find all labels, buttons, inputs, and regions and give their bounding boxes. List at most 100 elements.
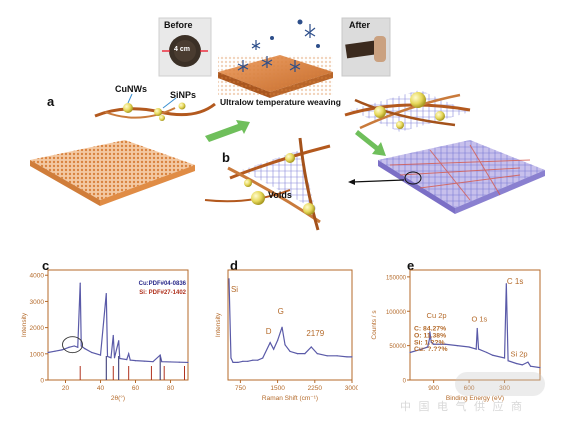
xps-point (428, 338, 431, 340)
y-tick-label: 3000 (30, 299, 45, 306)
watermark-logo (455, 372, 545, 396)
peak-label-c1s: C 1s (507, 277, 523, 286)
xrd-point (118, 340, 120, 342)
xrd-point (169, 361, 172, 363)
plot-frame (227, 269, 353, 381)
raman-point (281, 326, 283, 328)
x-axis-label: 2θ(°) (111, 394, 125, 402)
xps-point (444, 343, 447, 345)
x-tick-label: 2250 (308, 385, 323, 392)
raman-point (289, 350, 291, 352)
xrd-point (187, 361, 189, 364)
xrd-point (73, 345, 75, 347)
x-axis-label: Raman Shift (cm⁻¹) (262, 395, 318, 402)
woven-network-top (344, 90, 471, 132)
before-photo (158, 17, 212, 77)
voids-label: Voids (268, 190, 292, 200)
raman-point (242, 360, 244, 362)
xrd-point (106, 355, 109, 358)
raman-point (252, 359, 254, 361)
xps-point (475, 348, 477, 350)
xrd-point (80, 345, 82, 347)
legend-si: Si: PDF#27-1402 (139, 290, 186, 296)
xrd-point (113, 357, 116, 359)
xrd-point (126, 358, 128, 361)
raman-point (257, 359, 259, 361)
x-tick-label: 20 (62, 385, 70, 392)
peak-label-2179: 2179 (306, 329, 324, 338)
after-label: After (349, 20, 371, 30)
xps-point (505, 283, 507, 285)
xps-point (477, 348, 480, 350)
xrd-point (79, 282, 81, 284)
y-tick-label: 0 (403, 379, 407, 385)
raman-point (232, 361, 234, 363)
raman-point (310, 346, 312, 348)
size-label: 4 cm (174, 46, 190, 53)
xps-point (433, 343, 435, 345)
xrd-point (112, 334, 114, 337)
xps-point (539, 367, 541, 369)
y-tick-label: 100000 (386, 310, 407, 316)
xrd-point (110, 357, 112, 359)
xps-point (468, 346, 470, 348)
y-axis-label: Intensity (215, 312, 222, 337)
composition-cu: Cu: ?.??% (414, 346, 448, 353)
x-tick-label: 750 (235, 385, 246, 392)
xps-point (427, 346, 429, 348)
peak-label-o1s: O 1s (471, 315, 487, 324)
raman-point (228, 278, 230, 280)
x-tick-label: 80 (167, 385, 175, 392)
raman-point (273, 348, 275, 350)
plot-frame (47, 269, 189, 381)
xps-point (409, 351, 411, 354)
xps-point (486, 351, 488, 354)
schematic-illustration (30, 17, 545, 231)
raman-point (277, 339, 279, 341)
after-photo (341, 17, 391, 77)
xrd-point (143, 360, 145, 362)
xps-point (515, 362, 517, 365)
xrd-point (152, 361, 154, 363)
raman-point (316, 353, 318, 355)
panel-a-letter: a (47, 94, 55, 109)
xrd-point (77, 346, 79, 348)
xps-point (492, 354, 494, 356)
xrd-point (119, 357, 121, 360)
green-arrow-left (205, 120, 250, 142)
xrd-point (99, 354, 102, 356)
raman-point (351, 356, 353, 358)
x-axis-label: Binding Energy (eV) (446, 395, 504, 402)
composition-o: O: 11.38% (414, 332, 446, 339)
y-tick-label: 1000 (30, 351, 45, 358)
x-tick-label: 60 (132, 385, 140, 392)
xrd-point (91, 351, 93, 354)
raman-point (237, 361, 239, 363)
raman-point (262, 357, 264, 359)
x-tick-label: 900 (428, 385, 439, 392)
before-label: Before (164, 20, 193, 30)
weaving-slab (218, 19, 333, 98)
peak-label-g: G (278, 307, 284, 316)
raman-point (284, 344, 286, 346)
raman-point (247, 360, 249, 362)
x-tick-label: 600 (464, 385, 475, 392)
xps-point (456, 345, 458, 347)
xrd-point (134, 360, 137, 362)
panel-c-letter: c (42, 258, 50, 273)
cunws-label: CuNWs (115, 84, 147, 94)
legend-cu: Cu:PDF#04-0836 (139, 281, 187, 287)
y-tick-label: 2000 (30, 325, 45, 332)
peak-label-d: D (266, 327, 272, 336)
peak-label-cu2p: Cu 2p (427, 311, 447, 320)
woven-network-bottom (378, 140, 545, 214)
panel-d-letter: d (230, 258, 238, 273)
raman-point (326, 355, 328, 357)
voids-schematic (204, 137, 331, 231)
xps-point (503, 357, 506, 359)
raman-point (230, 357, 232, 359)
x-tick-label: 300 (499, 385, 510, 392)
